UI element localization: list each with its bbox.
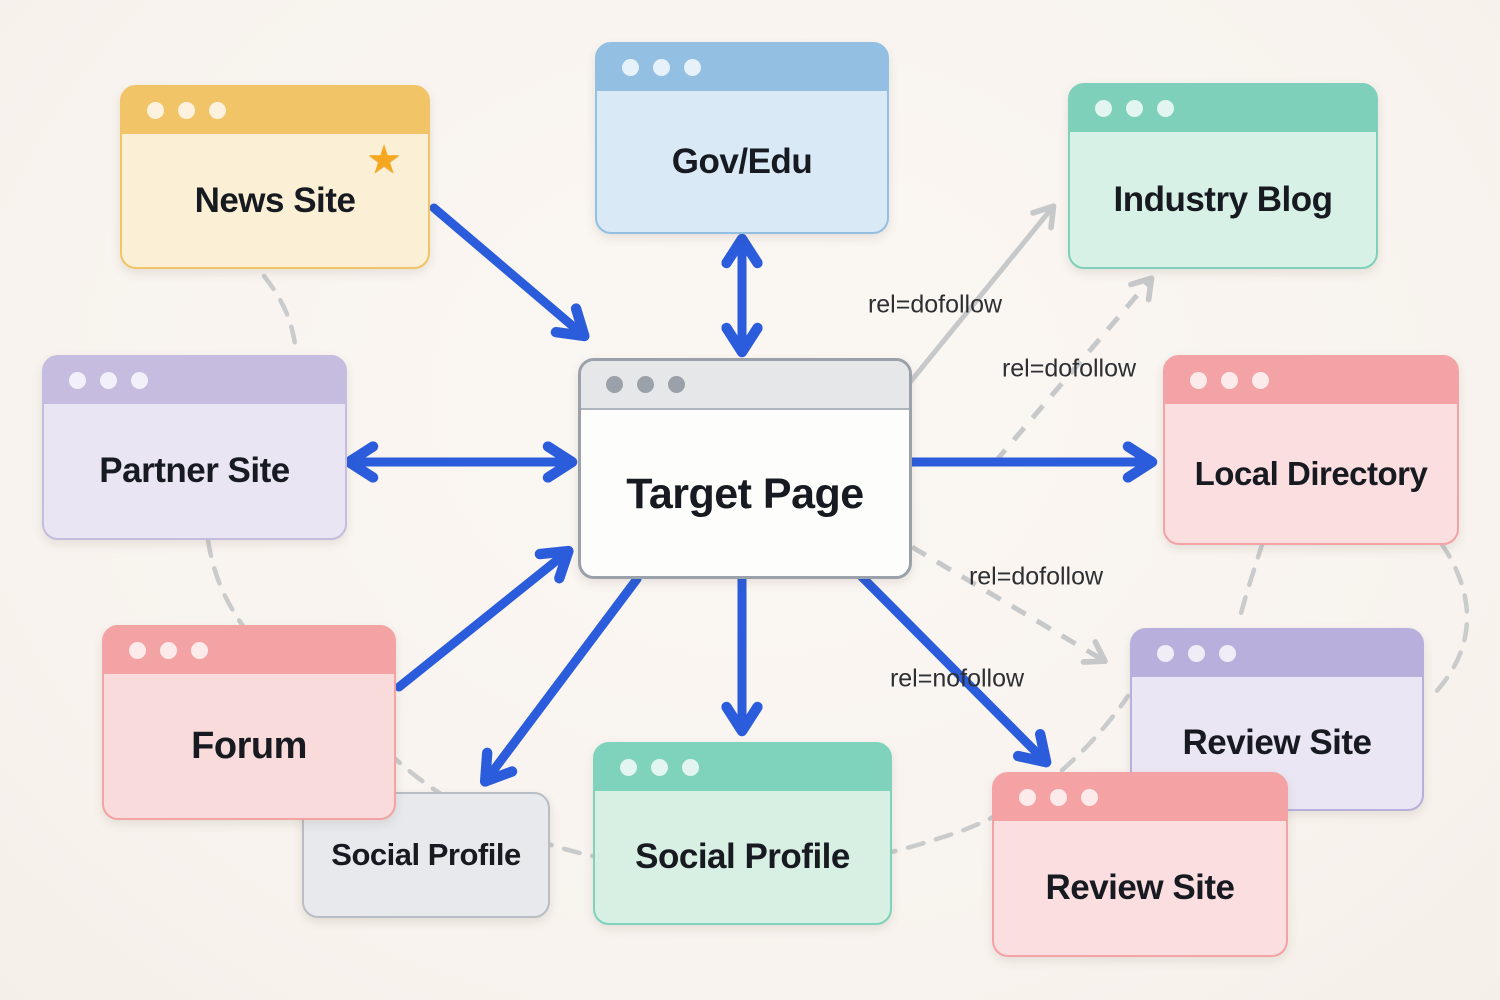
star-icon: ★ (366, 138, 402, 182)
window-titlebar (44, 357, 345, 404)
arrow-forum-to-target (394, 545, 574, 692)
node-label: Local Directory (1194, 454, 1428, 492)
connector-news-partner (261, 273, 299, 353)
window-dot (160, 642, 177, 659)
window-dot (606, 376, 623, 393)
node-industry-blog: Industry Blog (1068, 83, 1378, 269)
window-dot (653, 59, 670, 76)
node-gov-edu: Gov/Edu (595, 42, 889, 234)
arrow-target-to-review-pink (851, 566, 1052, 768)
node-label: Partner Site (99, 451, 290, 490)
window-dot (131, 372, 148, 389)
window-body: Partner Site (44, 404, 345, 538)
window-body: Review Site (994, 821, 1286, 955)
node-label: Social Profile (331, 837, 521, 872)
node-review-site-pink: Review Site (992, 772, 1288, 957)
window-titlebar (581, 361, 909, 410)
window-titlebar (994, 774, 1286, 821)
window-dot (100, 372, 117, 389)
window-dot (178, 102, 195, 119)
window-dot (684, 59, 701, 76)
window-dot (620, 759, 637, 776)
window-dot (651, 759, 668, 776)
node-news-site: News Site ★ (120, 85, 430, 269)
node-partner-site: Partner Site (42, 355, 347, 540)
node-local-directory: Local Directory (1163, 355, 1459, 545)
window-titlebar (597, 44, 887, 91)
node-label: Target Page (626, 469, 864, 518)
window-dot (622, 59, 639, 76)
node-label: Industry Blog (1113, 179, 1333, 219)
node-label: News Site (194, 180, 356, 220)
node-label: Forum (191, 724, 307, 767)
window-body: Forum (104, 674, 394, 818)
window-dot (147, 102, 164, 119)
window-dot (1188, 645, 1205, 662)
blue-arrows (343, 203, 1158, 787)
window-body: Industry Blog (1070, 132, 1376, 267)
node-social-profile: Social Profile (593, 742, 892, 925)
edge-label-dofollow-3: rel=dofollow (968, 562, 1104, 591)
window-dot (69, 372, 86, 389)
window-dot (1219, 645, 1236, 662)
node-label: Review Site (1045, 868, 1235, 907)
window-dot (1190, 372, 1207, 389)
window-dot (209, 102, 226, 119)
connector-partner-forum (205, 537, 246, 629)
arrow-target-to-industry-blog (905, 203, 1057, 388)
window-dot (1221, 372, 1238, 389)
window-dot (1050, 789, 1067, 806)
edge-label-nofollow: rel=nofollow (889, 664, 1025, 693)
window-dot (1081, 789, 1098, 806)
node-label: Gov/Edu (671, 141, 813, 181)
window-dot (1126, 100, 1143, 117)
window-dot (1157, 100, 1174, 117)
arrow-local-to-industry-blog-dashed (993, 275, 1155, 464)
node-label: Social Profile (635, 837, 850, 876)
window-titlebar (122, 87, 428, 134)
window-body: Social Profile (595, 791, 890, 923)
window-dot (1157, 645, 1174, 662)
edge-label-dofollow-1: rel=dofollow (867, 290, 1003, 319)
window-body: Local Directory (1165, 404, 1457, 543)
window-body: Target Page (581, 410, 909, 578)
window-dot (191, 642, 208, 659)
arrow-target-to-review-purple-dashed (910, 544, 1108, 665)
node-label: Review Site (1182, 723, 1372, 762)
gray-arrows (905, 203, 1155, 665)
window-dot (1019, 789, 1036, 806)
window-titlebar (1070, 85, 1376, 132)
arrow-news-to-target (429, 203, 590, 342)
connector-right-arc (1425, 540, 1470, 703)
window-titlebar (1165, 357, 1457, 404)
window-titlebar (1132, 630, 1422, 677)
window-dot (682, 759, 699, 776)
window-titlebar (595, 744, 890, 791)
node-forum: Forum (102, 625, 396, 820)
window-dot (637, 376, 654, 393)
window-dot (1095, 100, 1112, 117)
connector-local-review (1235, 539, 1266, 627)
window-titlebar (104, 627, 394, 674)
node-target-page: Target Page (578, 358, 912, 579)
window-dot (1252, 372, 1269, 389)
window-body: Gov/Edu (597, 91, 887, 232)
window-dot (668, 376, 685, 393)
arrow-target-to-social-small (479, 574, 642, 787)
window-body: Review Site (1132, 677, 1422, 809)
edge-label-dofollow-2: rel=dofollow (1001, 354, 1137, 383)
window-dot (129, 642, 146, 659)
window-body: News Site ★ (122, 134, 428, 267)
